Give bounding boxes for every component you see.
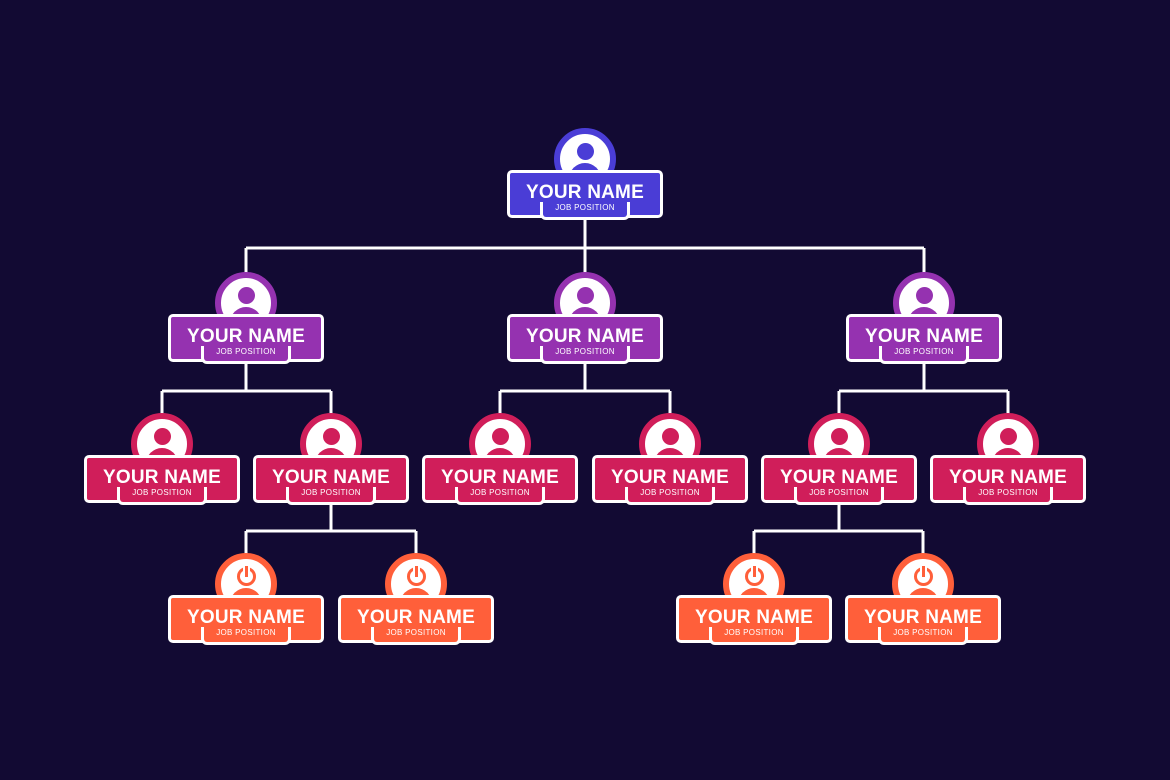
node-name-box: YOUR NAME xyxy=(845,595,1001,643)
node-position: JOB POSITION xyxy=(555,347,615,356)
org-node-t1[interactable]: YOUR NAME JOB POSITION xyxy=(168,553,324,647)
org-node-m2[interactable]: YOUR NAME JOB POSITION xyxy=(507,272,663,366)
node-name: YOUR NAME xyxy=(611,467,729,488)
node-position-tab: JOB POSITION xyxy=(201,346,291,364)
node-position: JOB POSITION xyxy=(216,628,276,637)
node-position-tab: JOB POSITION xyxy=(878,627,968,645)
node-name-box: YOUR NAME xyxy=(592,455,748,503)
node-position: JOB POSITION xyxy=(216,347,276,356)
node-position: JOB POSITION xyxy=(386,628,446,637)
node-name-box: YOUR NAME xyxy=(168,595,324,643)
node-position: JOB POSITION xyxy=(724,628,784,637)
node-name: YOUR NAME xyxy=(441,467,559,488)
node-name: YOUR NAME xyxy=(187,326,305,347)
org-node-s2[interactable]: YOUR NAME JOB POSITION xyxy=(253,413,409,507)
node-position-tab: JOB POSITION xyxy=(625,487,715,505)
node-position: JOB POSITION xyxy=(809,488,869,497)
node-name: YOUR NAME xyxy=(864,607,982,628)
node-position-tab: JOB POSITION xyxy=(963,487,1053,505)
node-position-tab: JOB POSITION xyxy=(540,202,630,220)
node-name: YOUR NAME xyxy=(103,467,221,488)
org-node-m3[interactable]: YOUR NAME JOB POSITION xyxy=(846,272,1002,366)
node-position-tab: JOB POSITION xyxy=(879,346,969,364)
node-position-tab: JOB POSITION xyxy=(117,487,207,505)
node-position: JOB POSITION xyxy=(555,203,615,212)
node-position: JOB POSITION xyxy=(301,488,361,497)
node-name: YOUR NAME xyxy=(695,607,813,628)
org-node-s5[interactable]: YOUR NAME JOB POSITION xyxy=(761,413,917,507)
node-position: JOB POSITION xyxy=(640,488,700,497)
org-node-t3[interactable]: YOUR NAME JOB POSITION xyxy=(676,553,832,647)
node-position-tab: JOB POSITION xyxy=(540,346,630,364)
node-position: JOB POSITION xyxy=(132,488,192,497)
node-name: YOUR NAME xyxy=(187,607,305,628)
org-node-t4[interactable]: YOUR NAME JOB POSITION xyxy=(845,553,1001,647)
node-name: YOUR NAME xyxy=(526,182,644,203)
node-position: JOB POSITION xyxy=(470,488,530,497)
org-node-s6[interactable]: YOUR NAME JOB POSITION xyxy=(930,413,1086,507)
org-node-t2[interactable]: YOUR NAME JOB POSITION xyxy=(338,553,494,647)
node-position: JOB POSITION xyxy=(894,347,954,356)
node-position: JOB POSITION xyxy=(978,488,1038,497)
node-position-tab: JOB POSITION xyxy=(794,487,884,505)
org-node-m1[interactable]: YOUR NAME JOB POSITION xyxy=(168,272,324,366)
node-position-tab: JOB POSITION xyxy=(286,487,376,505)
node-position-tab: JOB POSITION xyxy=(371,627,461,645)
node-name: YOUR NAME xyxy=(526,326,644,347)
node-position-tab: JOB POSITION xyxy=(709,627,799,645)
node-name: YOUR NAME xyxy=(357,607,475,628)
node-name: YOUR NAME xyxy=(272,467,390,488)
org-node-s3[interactable]: YOUR NAME JOB POSITION xyxy=(422,413,578,507)
node-position-tab: JOB POSITION xyxy=(201,627,291,645)
org-node-s1[interactable]: YOUR NAME JOB POSITION xyxy=(84,413,240,507)
node-name: YOUR NAME xyxy=(865,326,983,347)
node-name: YOUR NAME xyxy=(780,467,898,488)
node-position: JOB POSITION xyxy=(893,628,953,637)
org-node-s4[interactable]: YOUR NAME JOB POSITION xyxy=(592,413,748,507)
node-name: YOUR NAME xyxy=(949,467,1067,488)
node-name-box: YOUR NAME xyxy=(846,314,1002,362)
org-node-ceo[interactable]: YOUR NAME JOB POSITION xyxy=(507,128,663,222)
node-position-tab: JOB POSITION xyxy=(455,487,545,505)
